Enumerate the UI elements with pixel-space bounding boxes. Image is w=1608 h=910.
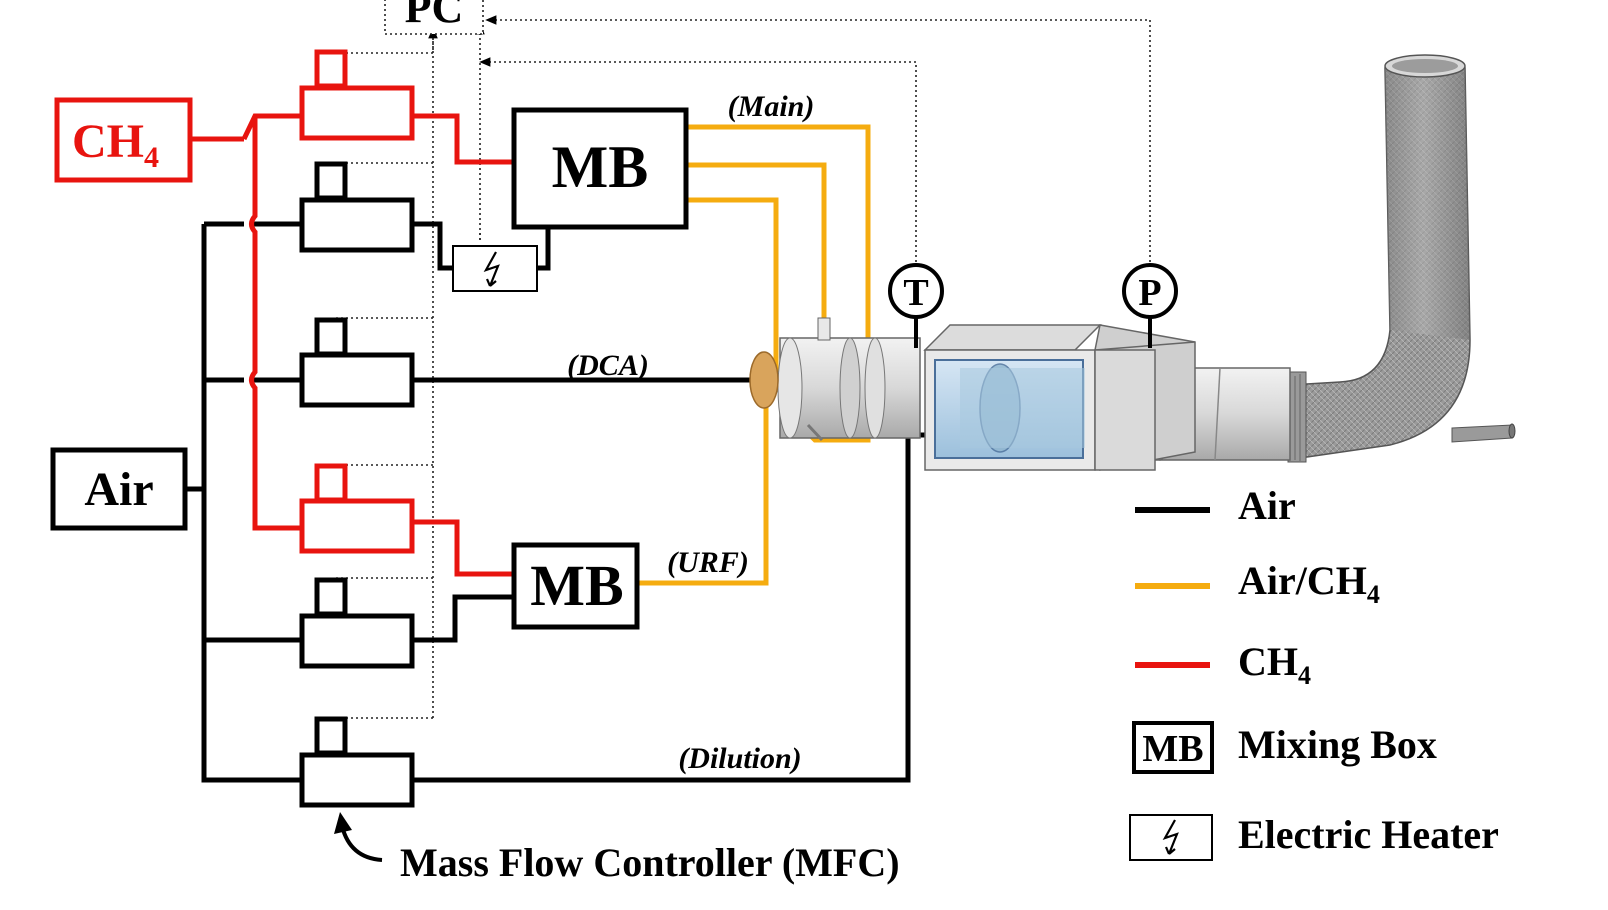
legend-electric-heater-label: Electric Heater [1238, 812, 1499, 857]
legend-mixing-box-label: Mixing Box [1238, 722, 1437, 767]
legend-ch4: CH4 [1135, 639, 1311, 690]
mfc-air-urf [299, 577, 415, 669]
thermocouple-sensor: T [888, 263, 944, 348]
air-source-box: Air [50, 447, 188, 531]
mfc-air-dilution [299, 716, 415, 808]
curved-arrow-icon [340, 825, 383, 862]
dilution-line-label: (Dilution) [678, 742, 801, 775]
thermocouple-label: T [903, 272, 928, 314]
mfc-annotation-label: Mass Flow Controller (MFC) [400, 840, 900, 885]
pc-box: PC [384, 0, 484, 35]
mfc-annotation: Mass Flow Controller (MFC) [334, 812, 900, 885]
pc-label: PC [405, 0, 464, 32]
mixing-box-main-label: MB [552, 134, 649, 200]
heater-icon [1162, 819, 1179, 855]
legend-mixing-box: MB Mixing Box [1132, 721, 1437, 774]
mixing-box-urf: MB [511, 542, 640, 630]
burner-section [749, 317, 921, 442]
mfc-ch4-urf [299, 463, 415, 554]
combustor-assembly [749, 54, 1516, 471]
main-line-label: (Main) [728, 90, 815, 123]
ch4-lines [192, 113, 512, 577]
air-lines [187, 221, 925, 783]
mixing-box-urf-label: MB [530, 553, 623, 618]
pressure-label: P [1138, 272, 1161, 314]
exhaust-stack [1287, 54, 1516, 463]
ch4-source-box: CH4 [54, 97, 193, 183]
mfc-air-dca [299, 317, 415, 408]
mfc-air-main [299, 161, 415, 253]
mfc-ch4-main [299, 49, 415, 141]
legend-air-ch4: Air/CH4 [1135, 558, 1380, 609]
legend-air-ch4-label: Air/CH4 [1238, 558, 1380, 609]
legend-ch4-label: CH4 [1238, 639, 1311, 690]
legend: Air Air/CH4 CH4 MB Mixing Box Electric H… [1129, 483, 1499, 861]
electric-heater [452, 245, 538, 292]
legend-air-label: Air [1238, 483, 1296, 528]
ch4-source-label: CH4 [72, 115, 159, 174]
urf-line-label: (URF) [667, 546, 749, 579]
mixing-box-main: MB [511, 107, 689, 230]
air-source-label: Air [84, 463, 153, 516]
legend-electric-heater: Electric Heater [1129, 812, 1499, 861]
heater-icon [483, 251, 500, 287]
dca-line-label: (DCA) [567, 349, 649, 382]
legend-mixing-box-symbol: MB [1142, 728, 1203, 770]
pressure-sensor: P [1122, 263, 1178, 348]
signal-lines [336, 15, 1151, 719]
legend-air: Air [1135, 483, 1296, 528]
optical-chamber [923, 324, 1196, 471]
